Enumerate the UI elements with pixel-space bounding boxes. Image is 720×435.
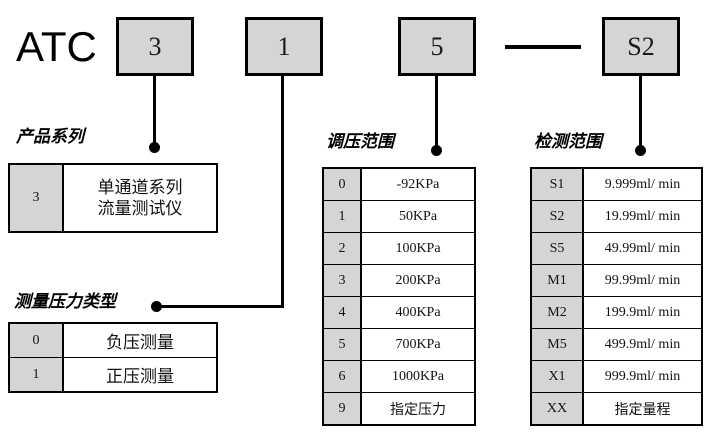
connector-ptype-vline <box>281 76 284 308</box>
connector-ptype-hline <box>158 305 284 308</box>
option-description: 999.9ml/ min <box>582 360 703 393</box>
option-code: 9 <box>322 392 362 426</box>
option-description: 9.999ml/ min <box>582 167 703 201</box>
code-box-detection-range[interactable]: S2 <box>602 17 680 76</box>
option-code: S5 <box>530 232 584 265</box>
option-description: 正压测量 <box>62 357 218 393</box>
option-description: 50KPa <box>360 200 476 233</box>
connector-prange-line <box>435 76 438 150</box>
option-code: M2 <box>530 296 584 329</box>
option-description: 19.99ml/ min <box>582 200 703 233</box>
option-code: 1 <box>8 357 64 393</box>
connector-prange-dot <box>431 145 442 156</box>
option-description: 指定量程 <box>582 392 703 426</box>
brand-label: ATC <box>16 23 97 70</box>
option-code: X1 <box>530 360 584 393</box>
option-code: S1 <box>530 167 584 201</box>
option-description: 49.99ml/ min <box>582 232 703 265</box>
option-description: 99.99ml/ min <box>582 264 703 297</box>
code-box-pressure-type[interactable]: 1 <box>245 17 323 76</box>
option-code: 5 <box>322 328 362 361</box>
option-description: 1000KPa <box>360 360 476 393</box>
option-code: M5 <box>530 328 584 361</box>
option-code: 3 <box>8 163 64 233</box>
separator-dash <box>505 45 581 49</box>
connector-drange-line <box>639 76 642 150</box>
option-code: XX <box>530 392 584 426</box>
section-title-series: 产品系列 <box>16 127 84 146</box>
option-code: M1 <box>530 264 584 297</box>
option-description: 指定压力 <box>360 392 476 426</box>
option-description: 200KPa <box>360 264 476 297</box>
section-title-pressure-range: 调压范围 <box>326 132 394 151</box>
option-code: S2 <box>530 200 584 233</box>
option-code: 6 <box>322 360 362 393</box>
connector-ptype-dot <box>151 301 162 312</box>
option-code: 3 <box>322 264 362 297</box>
option-description: 700KPa <box>360 328 476 361</box>
table-row[interactable]: 0-92KPa <box>322 167 476 201</box>
option-description: 负压测量 <box>62 322 218 358</box>
option-code: 1 <box>322 200 362 233</box>
connector-drange-dot <box>635 145 646 156</box>
option-code: 0 <box>8 322 64 358</box>
code-box-pressure-range[interactable]: 5 <box>398 17 476 76</box>
connector-series-dot <box>149 142 160 153</box>
connector-series-line <box>153 76 156 148</box>
option-description: 单通道系列流量测试仪 <box>62 163 218 233</box>
option-description: 499.9ml/ min <box>582 328 703 361</box>
code-box-series[interactable]: 3 <box>116 17 194 76</box>
option-code: 2 <box>322 232 362 265</box>
option-code: 0 <box>322 167 362 201</box>
option-code: 4 <box>322 296 362 329</box>
section-title-pressure-type: 测量压力类型 <box>14 292 116 311</box>
option-description: 400KPa <box>360 296 476 329</box>
section-title-detection-range: 检测范围 <box>534 132 602 151</box>
option-description: 199.9ml/ min <box>582 296 703 329</box>
option-description: 100KPa <box>360 232 476 265</box>
option-description: -92KPa <box>360 167 476 201</box>
